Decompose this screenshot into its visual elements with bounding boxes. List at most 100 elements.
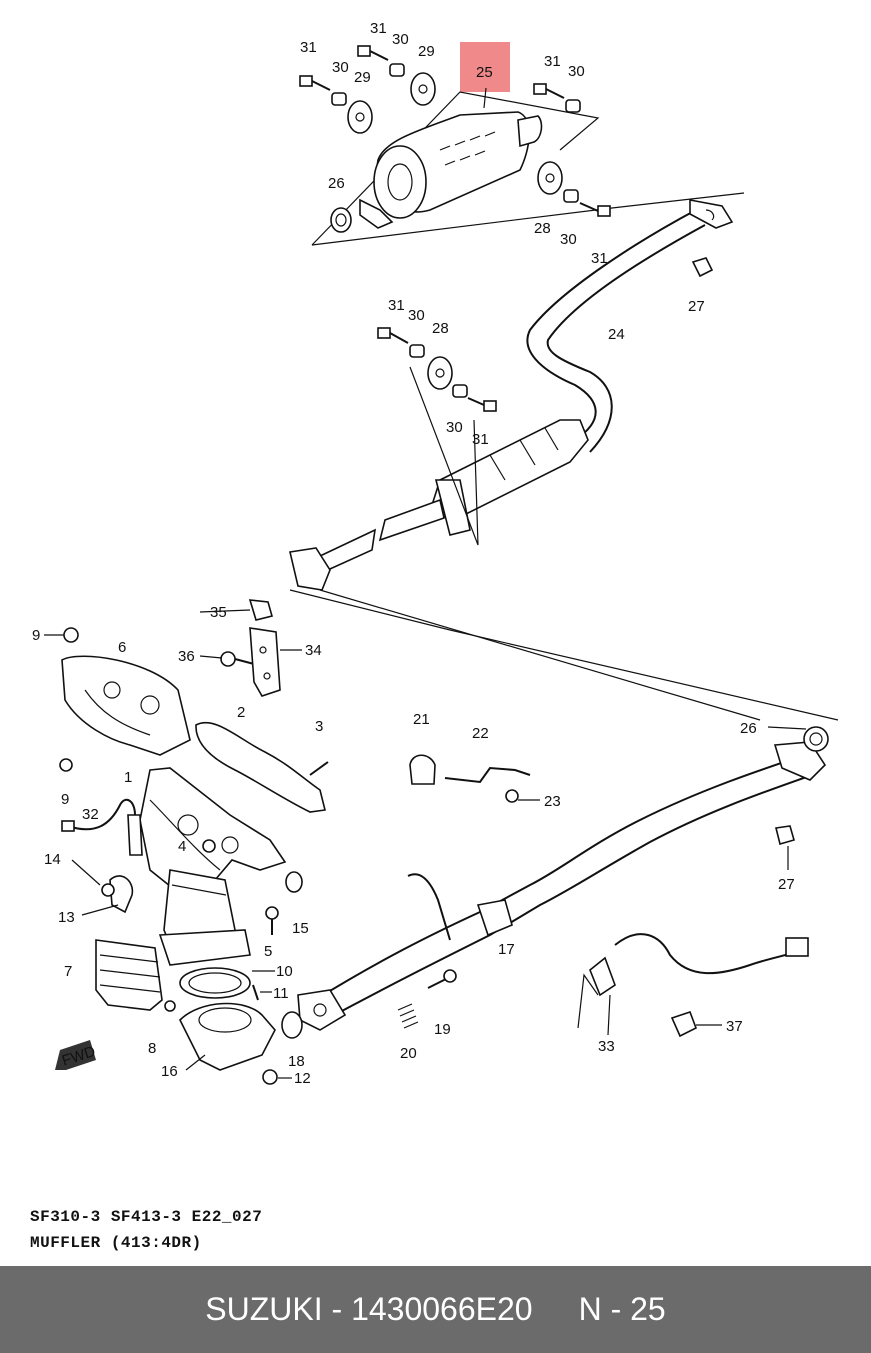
oxygen-sensor-33[interactable] [589, 933, 809, 997]
bolt-31f[interactable] [467, 397, 497, 412]
mount-rubber-28a[interactable] [537, 161, 563, 195]
bolt-36[interactable] [220, 651, 255, 667]
bolt-31b[interactable] [357, 45, 389, 61]
diagram-title-caption: MUFFLER (413:4DR) [30, 1234, 202, 1252]
mount-rubber-21[interactable] [409, 754, 436, 785]
hanger-27a[interactable] [691, 257, 714, 278]
bracket-35[interactable] [248, 599, 273, 621]
stay-14[interactable] [109, 875, 134, 914]
stud-3[interactable] [309, 761, 329, 776]
callout-34: 34 [305, 642, 322, 659]
flange-pipe-16[interactable] [179, 1002, 276, 1071]
callout-29b: 29 [418, 43, 435, 60]
bolt-31d[interactable] [579, 202, 611, 217]
diagram-code-caption: SF310-3 SF413-3 E22_027 [30, 1208, 263, 1226]
callout-30f: 30 [446, 419, 463, 436]
hanger-27b[interactable] [775, 825, 795, 845]
callouts: 31 30 31 30 29 29 25 31 30 26 28 30 31 2… [32, 20, 795, 1087]
callout-33: 33 [598, 1038, 615, 1055]
callout-19: 19 [434, 1021, 451, 1038]
hanger-rod-22[interactable] [444, 766, 531, 784]
heat-shield-6[interactable] [61, 655, 191, 756]
callout-13: 13 [58, 909, 75, 926]
gasket-26b[interactable] [803, 726, 829, 752]
bolt-9a[interactable] [63, 627, 79, 643]
oxygen-sensor-32[interactable] [61, 798, 143, 856]
bolt-5[interactable] [265, 906, 279, 935]
highlight-box-25 [460, 42, 510, 92]
callout-31d: 31 [591, 250, 608, 267]
callout-31f: 31 [472, 431, 489, 448]
gasket-10[interactable] [179, 967, 251, 999]
callout-30c: 30 [568, 63, 585, 80]
fwd-arrow: FWD [55, 1040, 98, 1070]
exhaust-manifold-1[interactable] [139, 767, 287, 891]
gasket-15[interactable] [285, 871, 303, 893]
callout-5: 5 [264, 943, 272, 960]
center-pipe-24[interactable] [289, 199, 734, 591]
footer-bar: SUZUKI - 1430066E20 N - 25 [0, 1266, 871, 1353]
clamp-37[interactable] [670, 1010, 698, 1038]
nut-12[interactable] [262, 1069, 278, 1085]
callout-31a: 31 [300, 39, 317, 56]
callout-4: 4 [178, 838, 186, 855]
nut-4[interactable] [202, 839, 216, 853]
catalytic-converter[interactable] [158, 869, 251, 966]
callout-22: 22 [472, 725, 489, 742]
callout-27b: 27 [778, 876, 795, 893]
gasket-2[interactable] [195, 722, 326, 813]
callout-30b: 30 [392, 31, 409, 48]
leader-lines [44, 87, 807, 1079]
callout-32: 32 [82, 806, 99, 823]
spacer-30f[interactable] [452, 384, 468, 398]
callout-28b: 28 [432, 320, 449, 337]
muffler-assembly[interactable] [311, 91, 745, 246]
bolt-31c[interactable] [533, 83, 565, 99]
callout-9a: 9 [32, 627, 40, 644]
footer-part-number: SUZUKI - 1430066E20 [205, 1291, 533, 1327]
callout-14: 14 [44, 851, 61, 868]
bolt-13[interactable] [101, 883, 115, 897]
callout-26a: 26 [328, 175, 345, 192]
mount-rubber-29a[interactable] [347, 100, 373, 134]
bolt-8[interactable] [164, 1000, 176, 1012]
spacer-30b[interactable] [389, 63, 405, 77]
bolt-9b[interactable] [59, 758, 73, 772]
callout-11: 11 [273, 985, 289, 1002]
callout-12: 12 [294, 1070, 311, 1087]
callout-16: 16 [161, 1063, 178, 1080]
bracket-34[interactable] [249, 627, 281, 697]
bolt-31e[interactable] [377, 327, 409, 344]
callout-23: 23 [544, 793, 561, 810]
exhaust-diagram: FWD 31 30 31 30 29 29 25 31 30 26 28 30 [32, 20, 839, 1087]
callout-28a: 28 [534, 220, 551, 237]
spacer-30e[interactable] [409, 344, 425, 358]
callout-15: 15 [292, 920, 309, 937]
spacer-30a[interactable] [331, 92, 347, 106]
mount-rubber-28b[interactable] [427, 356, 453, 390]
heat-insulator-7[interactable] [95, 939, 163, 1011]
callout-7: 7 [64, 963, 72, 980]
callout-24: 24 [608, 326, 625, 343]
callout-1: 1 [124, 769, 132, 786]
stud-11[interactable] [252, 984, 259, 1001]
callout-30d: 30 [560, 231, 577, 248]
callout-8: 8 [148, 1040, 156, 1057]
spacer-30d[interactable] [563, 189, 579, 203]
bolt-23[interactable] [505, 789, 519, 803]
gasket-18[interactable] [281, 1011, 303, 1039]
bolt-31a[interactable] [299, 75, 331, 91]
callout-29a: 29 [354, 69, 371, 86]
spacer-30c[interactable] [565, 99, 581, 113]
callout-36: 36 [178, 648, 195, 665]
callout-21: 21 [413, 711, 430, 728]
callout-2: 2 [237, 704, 245, 721]
callout-26b: 26 [740, 720, 757, 737]
callout-31e: 31 [388, 297, 405, 314]
front-pipe-17[interactable] [297, 741, 827, 1031]
mount-rubber-29b[interactable] [410, 72, 436, 106]
callout-3: 3 [315, 718, 323, 735]
bolt-19[interactable] [427, 969, 457, 989]
spring-20[interactable] [397, 1003, 419, 1029]
gasket-26a[interactable] [330, 207, 352, 233]
